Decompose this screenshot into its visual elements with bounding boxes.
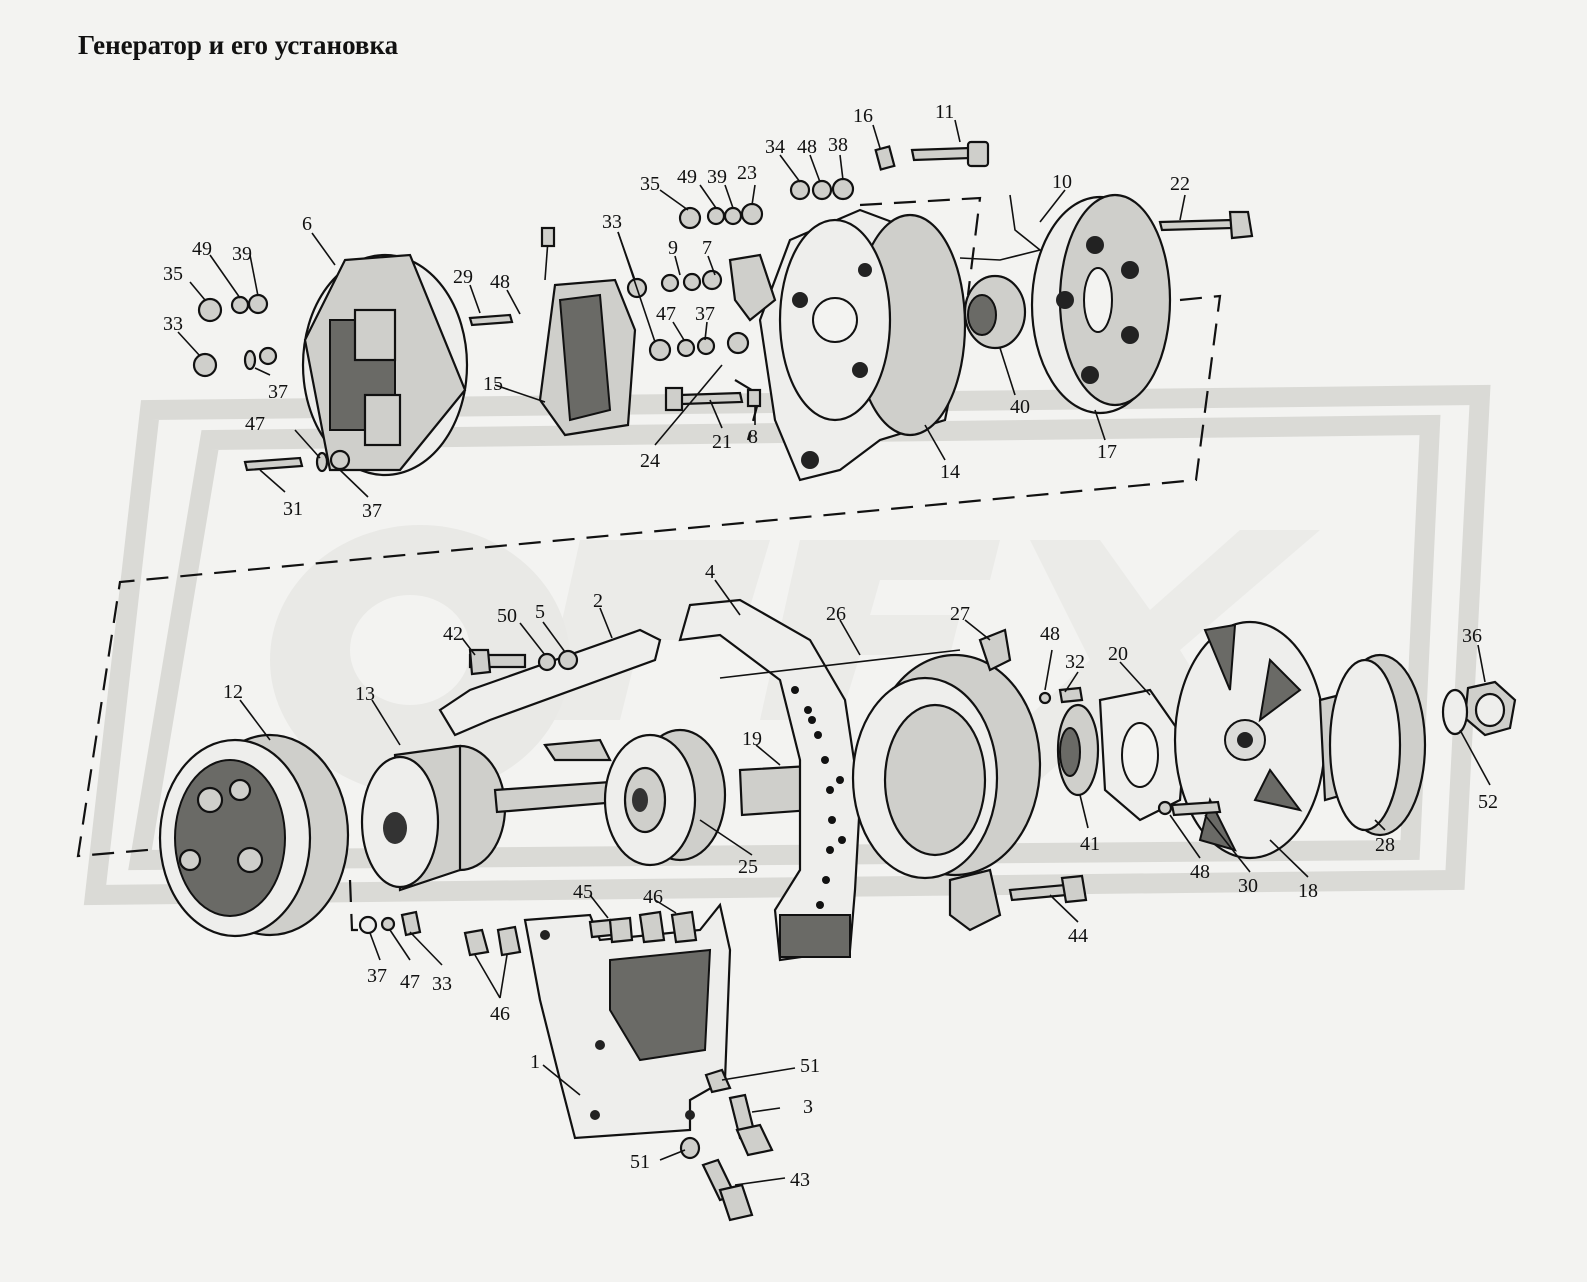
part-40-bearing bbox=[963, 274, 1027, 350]
callout-33: 33 bbox=[432, 973, 452, 995]
callout-11: 11 bbox=[935, 101, 954, 123]
callout-47: 47 bbox=[656, 303, 676, 325]
watermark-logo bbox=[83, 384, 1491, 906]
part-2-tension-bar bbox=[438, 628, 662, 737]
callout-23: 23 bbox=[737, 162, 757, 184]
callout-9: 9 bbox=[668, 237, 678, 259]
part-14-rear-frame bbox=[758, 208, 967, 482]
callout-8: 8 bbox=[748, 426, 758, 448]
callout-22: 22 bbox=[1170, 173, 1190, 195]
callout-44: 44 bbox=[1068, 925, 1088, 947]
part-12-stator-front bbox=[158, 733, 350, 938]
part-41-bearing bbox=[1056, 703, 1100, 797]
callout-33: 33 bbox=[602, 211, 622, 233]
callout-47: 47 bbox=[400, 971, 420, 993]
callout-12: 12 bbox=[223, 681, 243, 703]
callout-36: 36 bbox=[1462, 625, 1482, 647]
callout-4: 4 bbox=[705, 561, 715, 583]
part-36-nut bbox=[1441, 680, 1517, 737]
part-15-regulator bbox=[538, 226, 637, 437]
top-hardware bbox=[192, 140, 1254, 473]
callout-15: 15 bbox=[483, 373, 503, 395]
callout-1: 1 bbox=[530, 1051, 540, 1073]
part-25-pulley bbox=[603, 728, 727, 867]
part-6-rectifier bbox=[301, 253, 469, 477]
part-18-fan bbox=[1173, 620, 1327, 860]
part-4-belt-guard bbox=[678, 598, 862, 962]
part-28-pulley bbox=[1318, 653, 1427, 837]
part-13-rotor bbox=[360, 744, 644, 892]
callout-35: 35 bbox=[163, 263, 183, 285]
callout-43: 43 bbox=[790, 1169, 810, 1191]
callout-45: 45 bbox=[573, 881, 593, 903]
callout-35: 35 bbox=[640, 173, 660, 195]
callout-16: 16 bbox=[853, 105, 873, 127]
part-27-front-frame bbox=[719, 628, 1042, 932]
callout-27: 27 bbox=[950, 603, 970, 625]
callout-48: 48 bbox=[1190, 861, 1210, 883]
callout-50: 50 bbox=[497, 605, 517, 627]
callout-51: 51 bbox=[630, 1151, 650, 1173]
callout-21: 21 bbox=[712, 431, 732, 453]
callout-7: 7 bbox=[702, 237, 712, 259]
callout-32: 32 bbox=[1065, 651, 1085, 673]
callout-18: 18 bbox=[1298, 880, 1318, 902]
callout-14: 14 bbox=[940, 461, 960, 483]
callout-24: 24 bbox=[640, 450, 660, 472]
callout-17: 17 bbox=[1097, 441, 1117, 463]
callout-51: 51 bbox=[800, 1055, 820, 1077]
callout-30: 30 bbox=[1238, 875, 1258, 897]
callout-37: 37 bbox=[362, 500, 382, 522]
callout-20: 20 bbox=[1108, 643, 1128, 665]
part-1-bracket bbox=[523, 902, 732, 1140]
page-title: Генератор и его установка bbox=[78, 30, 399, 60]
callout-37: 37 bbox=[695, 303, 715, 325]
callout-48: 48 bbox=[797, 136, 817, 158]
callout-6: 6 bbox=[302, 213, 312, 235]
callout-labels: 16 11 34 48 38 35 49 39 23 10 22 6 49 39… bbox=[163, 101, 1498, 1191]
part-17-rear-cover bbox=[1030, 193, 1172, 415]
callout-39: 39 bbox=[232, 243, 252, 265]
callout-31: 31 bbox=[283, 498, 303, 520]
callout-52: 52 bbox=[1478, 791, 1498, 813]
callout-48: 48 bbox=[1040, 623, 1060, 645]
bottom-hardware bbox=[358, 686, 1222, 1222]
callout-10: 10 bbox=[1052, 171, 1072, 193]
callout-46: 46 bbox=[490, 1003, 510, 1025]
callout-41: 41 bbox=[1080, 833, 1100, 855]
callout-5: 5 bbox=[535, 601, 545, 623]
part-20-plate bbox=[1098, 688, 1187, 822]
callout-38: 38 bbox=[828, 134, 848, 156]
callout-49: 49 bbox=[677, 166, 697, 188]
callout-29: 29 bbox=[453, 266, 473, 288]
callout-25: 25 bbox=[738, 856, 758, 878]
callout-42: 42 bbox=[443, 623, 463, 645]
leader-lines bbox=[177, 119, 1491, 1186]
callout-33: 33 bbox=[163, 313, 183, 335]
callout-49: 49 bbox=[192, 238, 212, 260]
callout-46: 46 bbox=[643, 886, 663, 908]
assembly-lines bbox=[76, 196, 1222, 932]
callout-47: 47 bbox=[245, 413, 265, 435]
callout-2: 2 bbox=[593, 590, 603, 612]
callout-40: 40 bbox=[1010, 396, 1030, 418]
callout-3: 3 bbox=[803, 1096, 813, 1118]
callout-28: 28 bbox=[1375, 834, 1395, 856]
callout-39: 39 bbox=[707, 166, 727, 188]
callout-13: 13 bbox=[355, 683, 375, 705]
callout-37: 37 bbox=[367, 965, 387, 987]
callout-26: 26 bbox=[826, 603, 846, 625]
callout-48: 48 bbox=[490, 271, 510, 293]
callout-37: 37 bbox=[268, 381, 288, 403]
callout-34: 34 bbox=[765, 136, 785, 158]
callout-19: 19 bbox=[742, 728, 762, 750]
